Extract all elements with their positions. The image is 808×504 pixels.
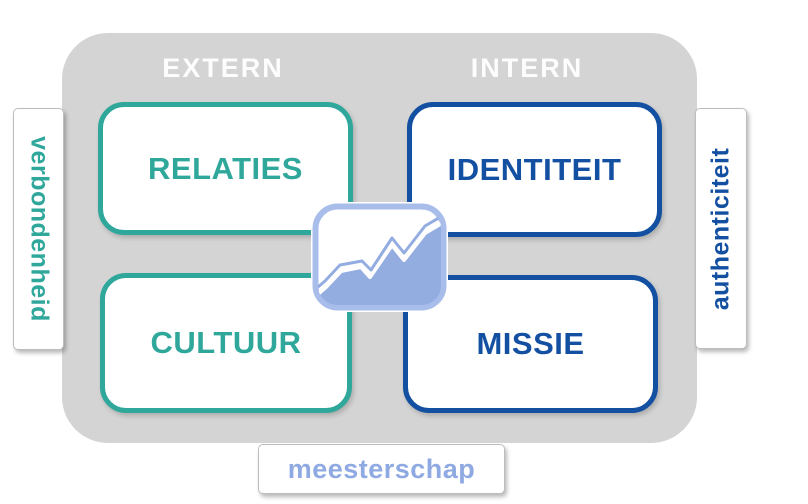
quadrant-label-identiteit: IDENTITEIT: [447, 151, 622, 187]
quadrant-box-missie: MISSIE: [403, 275, 658, 413]
quadrant-box-identiteit: IDENTITEIT: [407, 102, 662, 237]
bottom-tab-meesterschap: meesterschap: [258, 444, 505, 494]
bottom-tab-label: meesterschap: [287, 453, 476, 484]
column-header-extern: EXTERN: [162, 53, 284, 83]
growth-chart-icon: [311, 202, 448, 312]
quadrant-label-missie: MISSIE: [476, 326, 585, 361]
quadrant-label-relaties: RELATIES: [148, 150, 303, 186]
side-tab-right-label: authenticiteit: [706, 147, 735, 310]
quadrant-box-relaties: RELATIES: [98, 102, 353, 235]
column-header-intern: INTERN: [470, 53, 584, 83]
side-tab-verbondenheid: verbondenheid: [13, 108, 64, 350]
side-tab-left-label: verbondenheid: [25, 136, 53, 322]
quadrant-label-cultuur: CULTUUR: [150, 325, 302, 360]
quadrant-box-cultuur: CULTUUR: [100, 273, 352, 413]
side-tab-authenticiteit: authenticiteit: [695, 108, 747, 349]
